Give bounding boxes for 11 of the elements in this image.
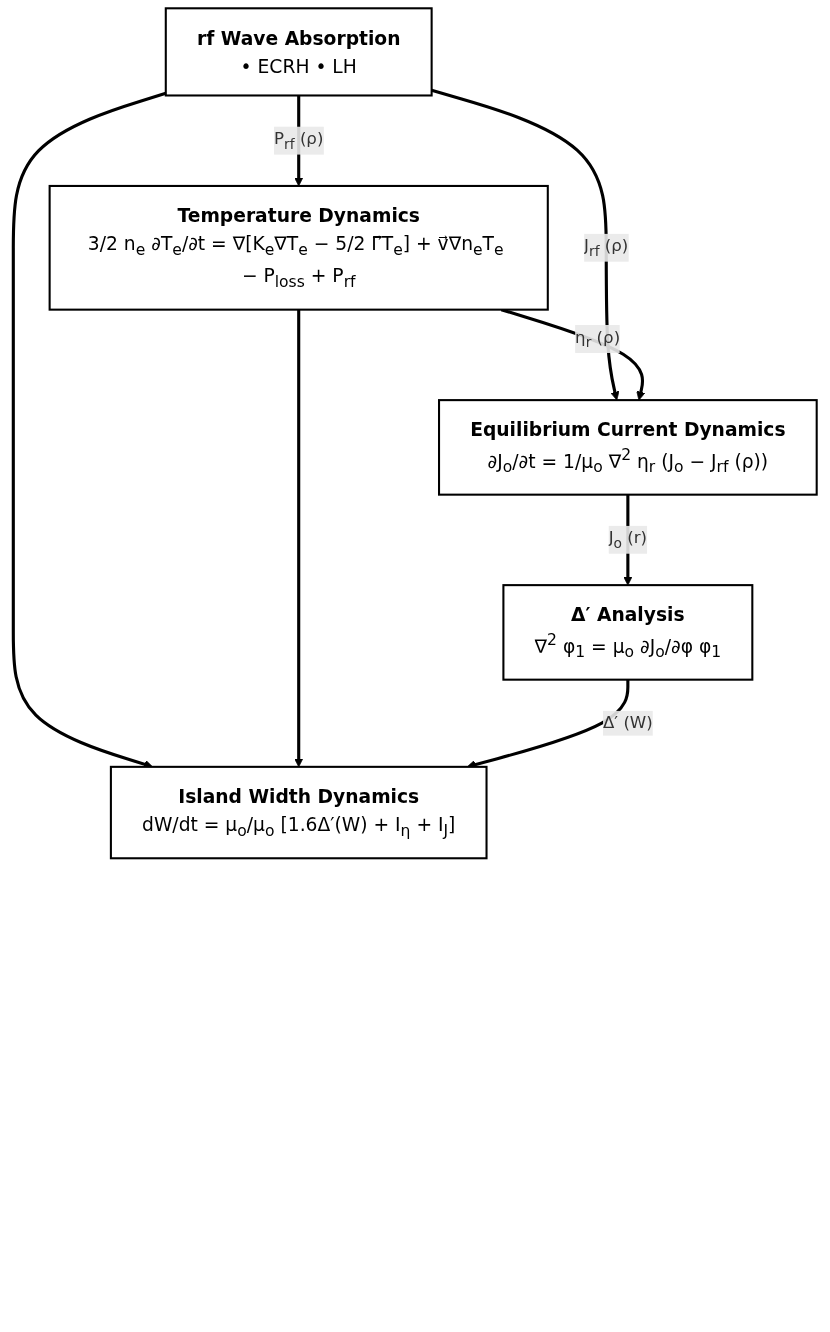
edge-label: η$_{r}$ (ρ) <box>575 327 621 351</box>
arrow <box>431 88 620 401</box>
edge-label: P$_{rf}$ (ρ) <box>274 128 324 152</box>
node-box: rf Wave Absorption • ECRH • LH <box>164 7 433 97</box>
edge-label: Δ′ (W) <box>602 712 653 733</box>
node-box: Δ′ Analysis ∇$^{2}$ φ$_{1}$ = μ$_{o}$ ∂J$_{o}$/∂φ φ$_{1}$ <box>502 584 754 681</box>
node-box: Island Width Dynamics dW/dt = μ$_{o}$/μ$_{o}$ [1.6Δ′(W) + I$_{η}$ + I$_{J}$] <box>109 765 488 860</box>
edge-label: J$_{rf}$ (ρ) <box>584 235 629 259</box>
edge-label: J$_{o}$ (r) <box>608 527 648 551</box>
node-box: Equilibrium Current Dynamics ∂J$_{o}$/∂t = 1/μ$_{o}$ ∇$^{2}$ η$_{r}$ (J$_{o}$ − J$_{rf}$ (ρ)) <box>438 399 818 496</box>
node-box: Temperature Dynamics 3/2 n$_{e}$ ∂T$_{e}$/∂t = ∇[K$_{e}$∇T$_{e}$ − 5/2 Γ⃗T$_{e}$] + v⃗∇n$_{e}$T$_{e}$ − P$_{loss}$ + P$_{rf}$ <box>48 184 549 311</box>
